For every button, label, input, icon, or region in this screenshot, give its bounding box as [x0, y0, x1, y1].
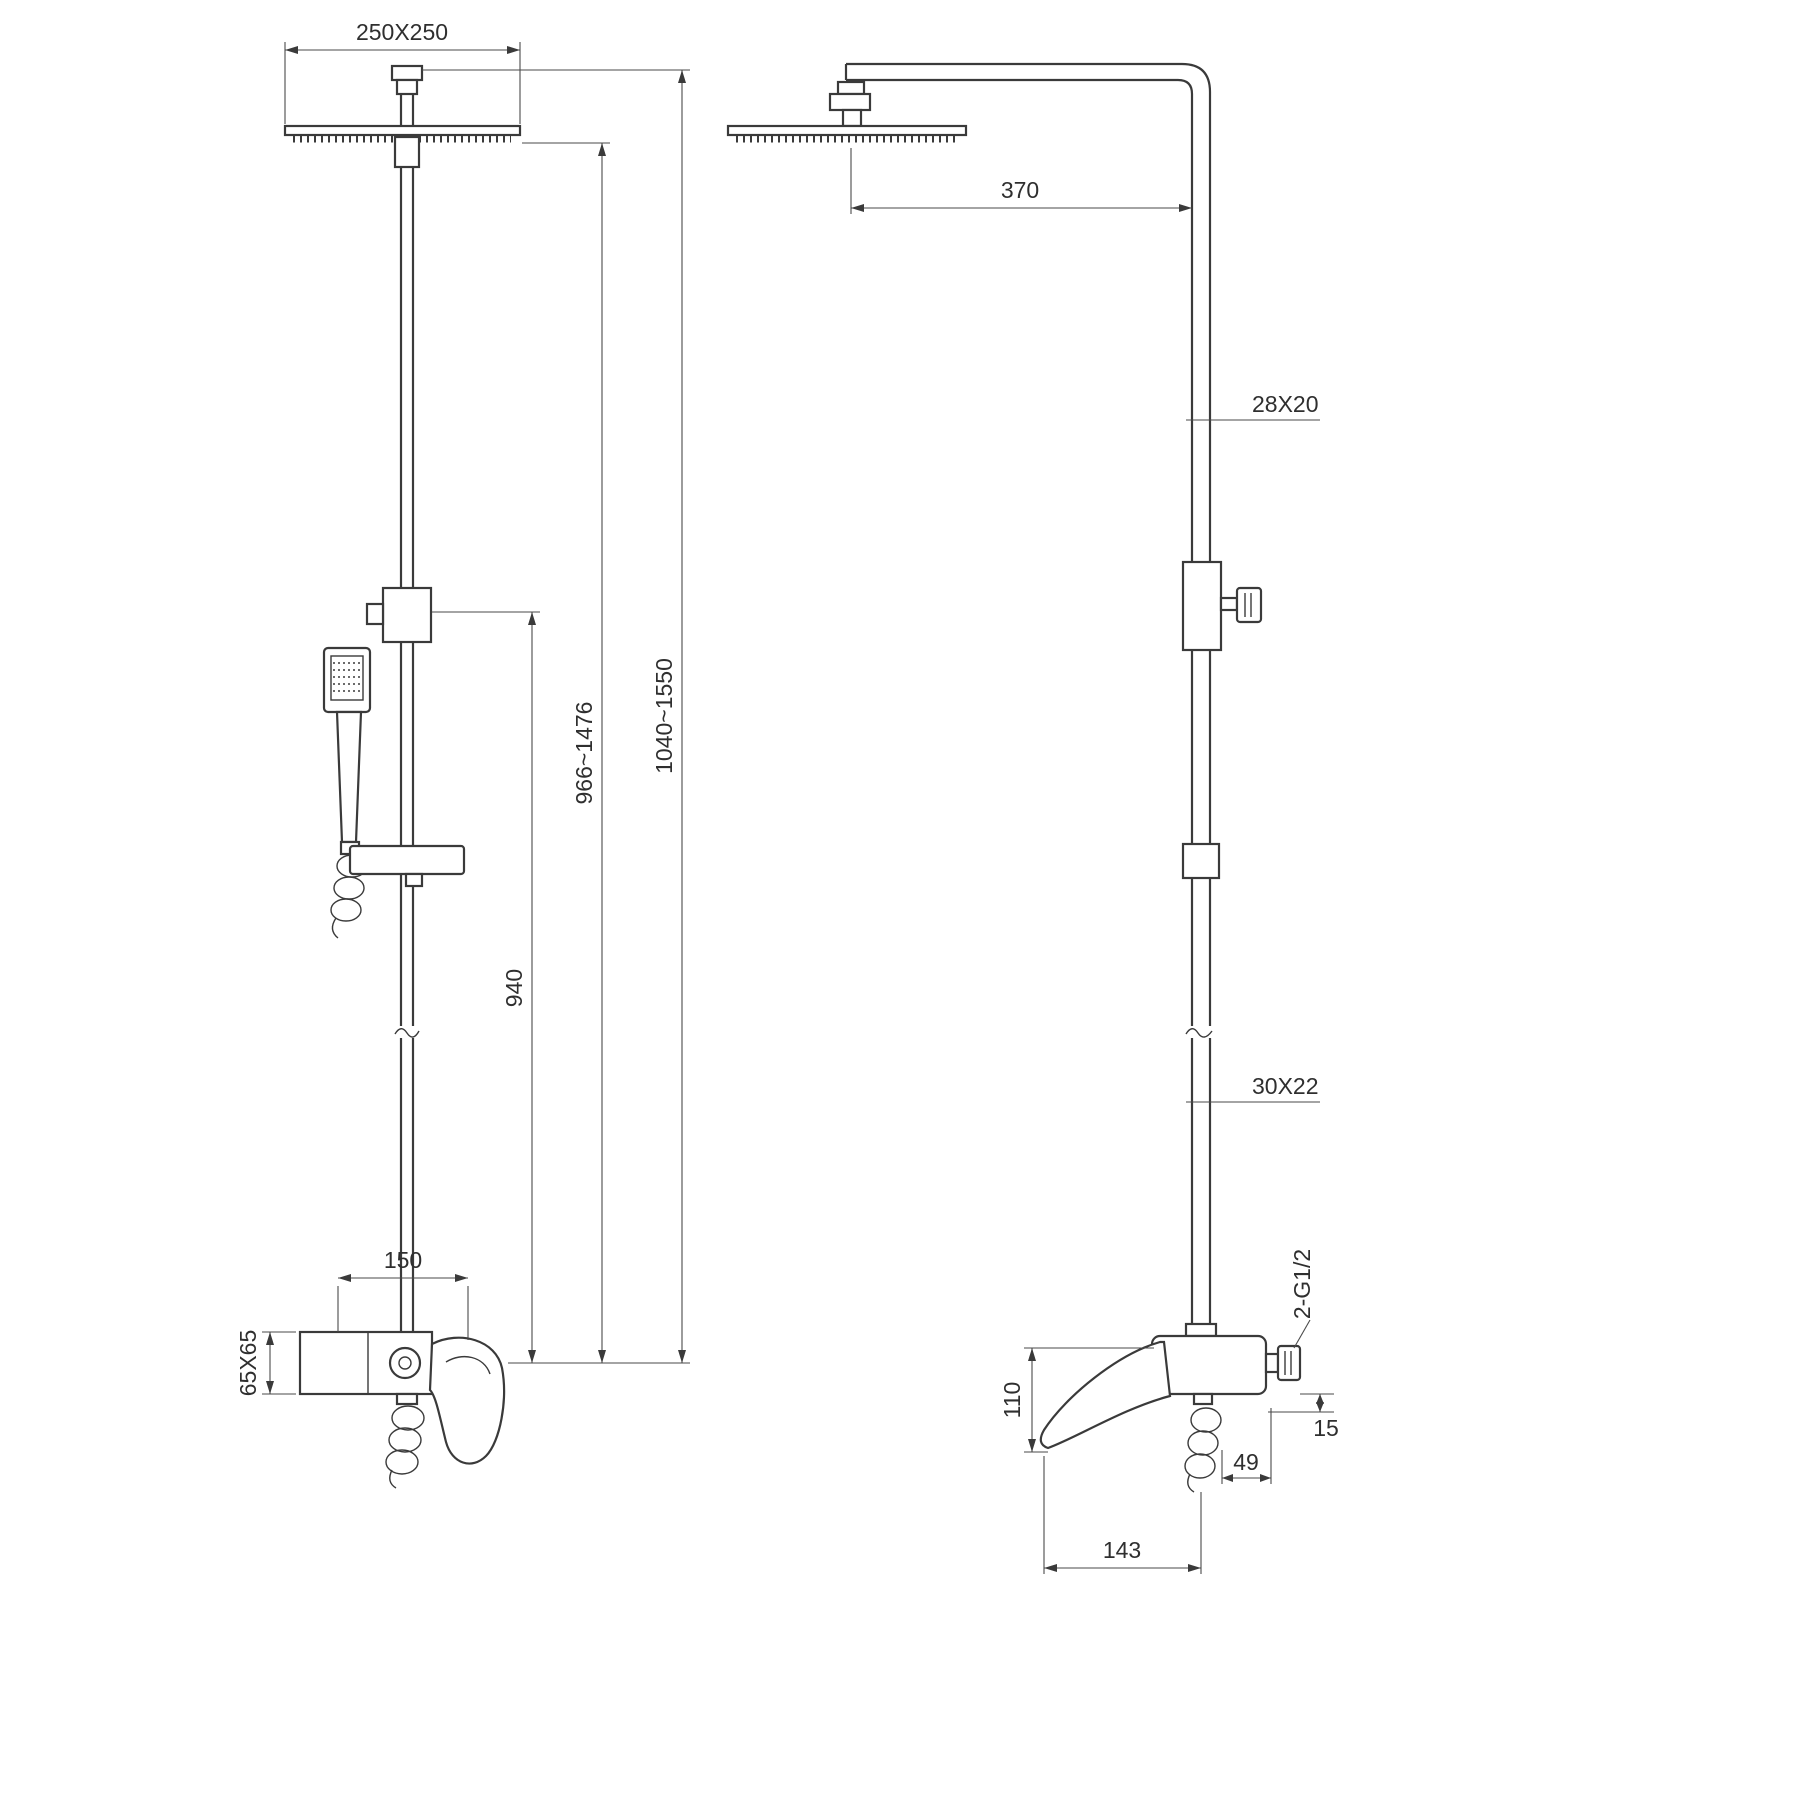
diverter-front	[388, 1346, 422, 1380]
wall-connector-knob	[1276, 1344, 1302, 1382]
soap-dish-side	[1181, 842, 1221, 880]
soap-dish-front	[348, 844, 466, 888]
dim-overall-height: 1040~1550	[651, 658, 677, 774]
dim-wall-offset: 15	[1313, 1415, 1339, 1441]
dim-lower-tube: 30X22	[1252, 1073, 1319, 1099]
mixer-hose-side	[1184, 1407, 1222, 1493]
slider-block-side	[1181, 560, 1263, 652]
mixer-front	[298, 1330, 506, 1489]
riser-pipe-front	[394, 94, 420, 1338]
head-plate-front	[283, 124, 522, 137]
dim-slide-height: 940	[501, 969, 527, 1007]
shower-head-side	[726, 80, 968, 143]
ball-joint-side	[828, 92, 872, 112]
dim-handle-drop: 110	[999, 1382, 1025, 1419]
handshower-holder-front	[365, 586, 433, 644]
dimensions-front: 250X250 150 65X65 940	[235, 19, 690, 1396]
side-view: 370 28X20 30X22 110 2-G1/2 15	[726, 62, 1339, 1574]
head-plate-side	[726, 124, 968, 137]
handshower-handle	[335, 710, 363, 844]
dim-outlet-offset: 49	[1233, 1449, 1259, 1475]
mixer-handle-side	[1039, 1340, 1172, 1450]
riser-pipe-side	[1185, 92, 1214, 1332]
dim-body-size: 65X65	[235, 1330, 261, 1397]
dim-upper-tube: 28X20	[1252, 391, 1319, 417]
shower-arm-side	[844, 62, 1212, 95]
dimensions-side: 370 28X20 30X22 110 2-G1/2 15	[850, 148, 1339, 1574]
mixer-handle-front	[428, 1336, 506, 1465]
slider-knob	[1235, 586, 1263, 624]
shower-head-front	[283, 64, 522, 169]
dim-connection: 2-G1/2	[1289, 1249, 1315, 1319]
dim-arm-reach: 370	[1001, 177, 1039, 203]
front-view: 250X250 150 65X65 940	[235, 19, 690, 1489]
dim-handle-reach: 143	[1103, 1537, 1141, 1563]
hand-shower-front	[322, 646, 372, 939]
mixer-side	[1039, 1322, 1302, 1493]
pipe-break-mark	[394, 1028, 420, 1038]
dim-inlet-spacing: 150	[384, 1247, 422, 1273]
dim-column-height: 966~1476	[571, 702, 597, 805]
dim-head-size: 250X250	[356, 19, 448, 45]
mixer-hose-front	[385, 1405, 425, 1489]
pipe-break-mark	[1185, 1028, 1213, 1038]
